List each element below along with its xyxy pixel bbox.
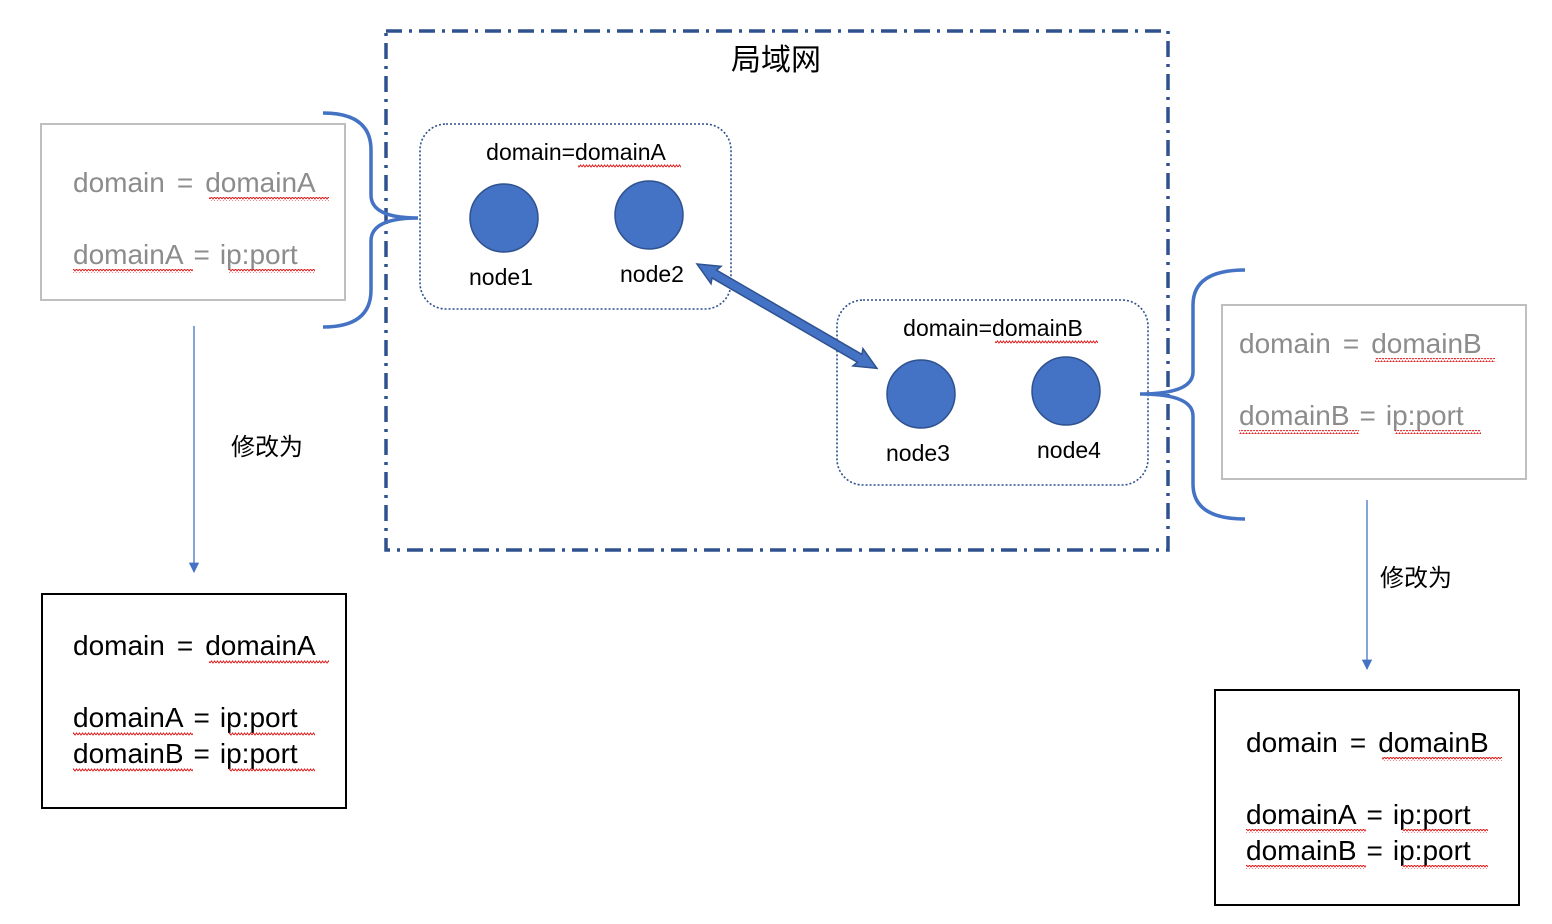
config-left-before-line1: domain=domainA [73,167,316,198]
node1-label: node1 [469,264,533,290]
node4-circle [1031,356,1101,426]
node2-circle [614,180,684,250]
node3-label: node3 [886,440,950,466]
lan-boundary [384,29,1170,552]
spell-underline [578,164,681,168]
right-brace [1139,268,1246,521]
config-right-before-line2: domainB=ip:port [1239,400,1464,431]
domain-group-b-label: domain=domainB [903,315,1083,341]
spell-underline [1382,757,1502,761]
config-right-before-line1: domain=domainB [1239,328,1482,359]
domain-group-a-label: domain=domainA [486,139,666,165]
config-left-after-line2: domainA=ip:port [73,702,298,733]
config-right-after-line2: domainA=ip:port [1246,799,1471,830]
domain-group-a [419,123,732,310]
spell-underline [73,732,193,736]
node3-circle [886,359,956,429]
spell-underline [1246,829,1366,833]
node1-circle [469,183,539,253]
spell-underline [1402,829,1488,833]
spell-underline [995,340,1098,344]
spell-underline [1395,430,1481,434]
config-box-right-before [1221,304,1527,480]
left-modify-label: 修改为 [231,433,303,461]
spell-underline [73,269,193,273]
node4-label: node4 [1037,437,1101,463]
config-left-before-line2: domainA=ip:port [73,239,298,270]
config-box-right-after [1214,689,1520,906]
spell-underline [1239,430,1359,434]
domain-group-b [836,299,1149,486]
right-modify-label: 修改为 [1380,564,1452,592]
spell-underline [229,732,315,736]
lan-title: 局域网 [731,43,821,78]
config-left-after-line3: domainB=ip:port [73,738,298,769]
node2-label: node2 [620,261,684,287]
spell-underline [1246,865,1366,869]
bidirectional-arrow-shape [695,263,879,370]
config-box-left-before [40,123,346,301]
spell-underline [1402,865,1488,869]
spell-underline [229,768,315,772]
left-brace [322,111,419,329]
config-box-left-after [41,593,347,809]
config-left-after-line1: domain=domainA [73,630,316,661]
spell-underline [209,660,329,664]
spell-underline [229,269,315,273]
spell-underline [1375,358,1495,362]
config-right-after-line1: domain=domainB [1246,727,1489,758]
spell-underline [209,197,329,201]
spell-underline [73,768,193,772]
config-right-after-line3: domainB=ip:port [1246,835,1471,866]
